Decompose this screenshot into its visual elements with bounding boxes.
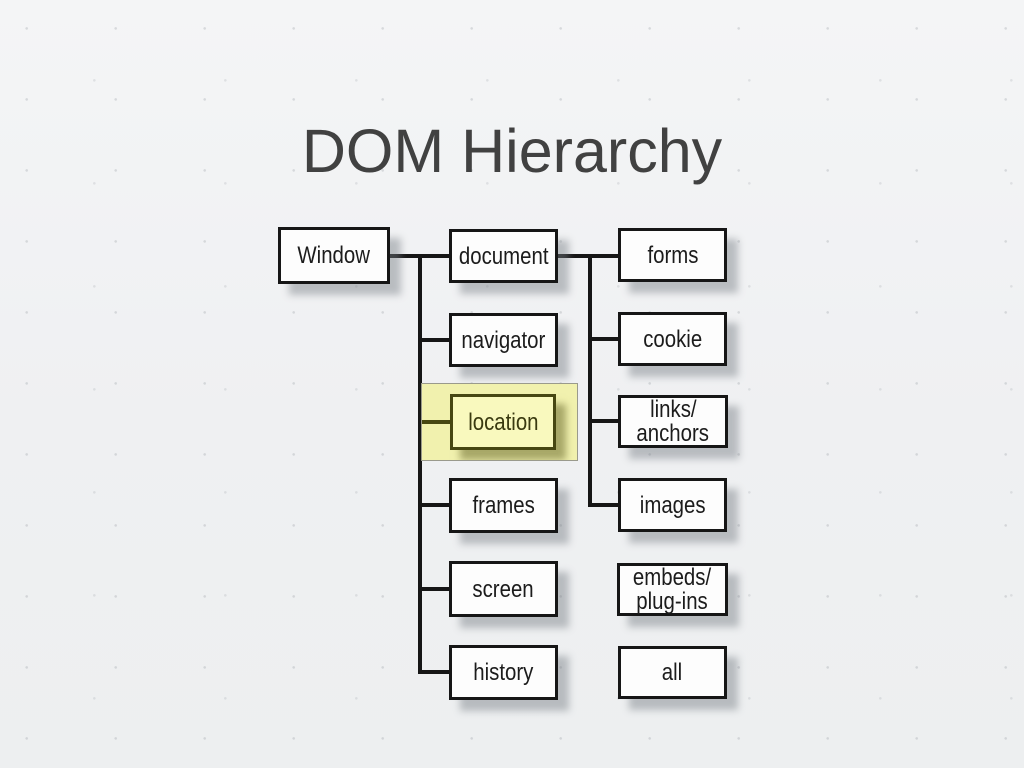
node-document-label: document bbox=[458, 242, 549, 270]
slide-title: DOM Hierarchy bbox=[301, 117, 723, 185]
connector-window-location bbox=[422, 420, 453, 424]
node-all-label: all bbox=[662, 659, 683, 686]
node-cookie-label: cookie bbox=[643, 325, 702, 353]
node-history-label: history bbox=[473, 659, 534, 686]
node-location: location bbox=[450, 394, 556, 450]
node-window: Window bbox=[278, 227, 390, 284]
node-embeds-plugins-label-line1: embeds/ bbox=[633, 563, 712, 591]
node-history: history bbox=[449, 645, 558, 700]
node-forms-label: forms bbox=[647, 241, 698, 269]
node-links-anchors-label-line2: anchors bbox=[636, 419, 710, 447]
node-window-label: Window bbox=[297, 242, 371, 269]
connector-document-links-anchors bbox=[590, 419, 618, 423]
node-document: document bbox=[449, 229, 558, 283]
node-all: all bbox=[618, 646, 727, 699]
connector-document-images bbox=[590, 503, 618, 507]
node-frames: frames bbox=[449, 478, 558, 533]
node-navigator: navigator bbox=[449, 313, 558, 367]
node-images: images bbox=[618, 478, 727, 532]
node-images-label: images bbox=[639, 491, 706, 519]
connector-window-navigator bbox=[420, 338, 449, 342]
connector-window-trunk bbox=[418, 254, 422, 674]
node-links-anchors: links/ anchors bbox=[618, 395, 728, 448]
node-cookie: cookie bbox=[618, 312, 727, 366]
connector-window-frames bbox=[420, 503, 449, 507]
connector-document-cookie bbox=[590, 337, 618, 341]
connector-window-screen bbox=[420, 587, 449, 591]
node-frames-label: frames bbox=[472, 492, 535, 519]
node-screen: screen bbox=[449, 561, 558, 617]
node-embeds-plugins: embeds/ plug-ins bbox=[617, 563, 728, 616]
node-location-label: location bbox=[467, 408, 539, 436]
node-embeds-plugins-label-line2: plug-ins bbox=[636, 587, 709, 615]
node-forms: forms bbox=[618, 228, 727, 282]
node-screen-label: screen bbox=[472, 575, 535, 603]
location-highlight-overlay: location bbox=[421, 383, 578, 461]
connector-window-history bbox=[420, 670, 449, 674]
node-links-anchors-label-line1: links/ bbox=[649, 395, 697, 423]
connector-document-trunk bbox=[588, 254, 592, 507]
node-navigator-label: navigator bbox=[461, 326, 546, 354]
